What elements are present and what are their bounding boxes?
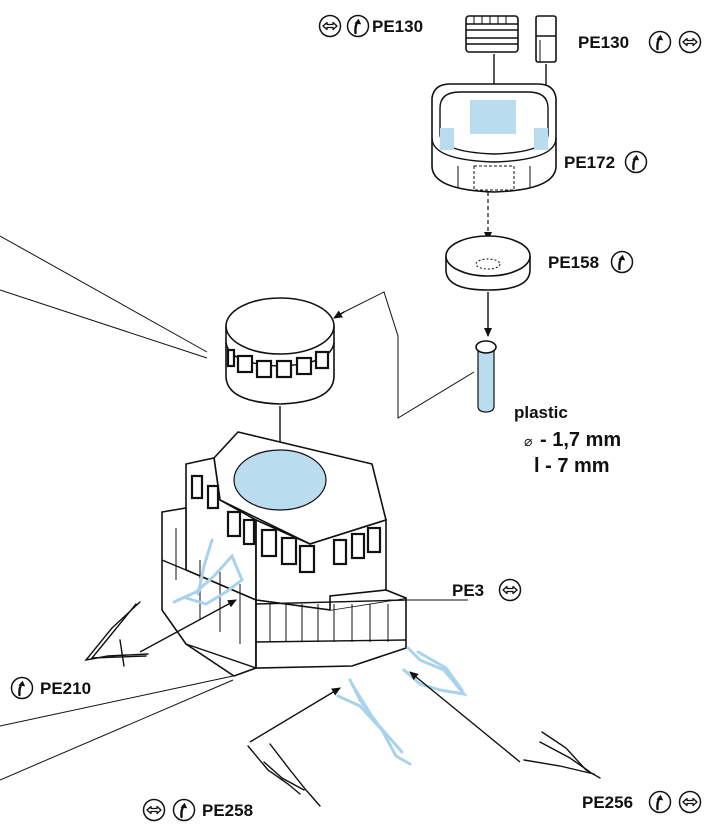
pe172-housing xyxy=(431,83,557,193)
plastic-diameter-label: - 1,7 mm xyxy=(540,429,621,451)
label-pe172: PE172 xyxy=(564,153,615,172)
bend-up-icon xyxy=(624,150,648,174)
pe158-dish xyxy=(445,235,531,291)
label-pe3: PE3 xyxy=(452,581,484,600)
bend-up-icon xyxy=(346,14,370,38)
flip-icon xyxy=(498,578,522,602)
bridge-superstructure xyxy=(161,431,407,677)
pe210-bracket-installed xyxy=(172,538,244,606)
bend-up-icon xyxy=(648,790,672,814)
bend-up-icon xyxy=(610,250,634,274)
flip-icon xyxy=(318,14,342,38)
bend-up-icon xyxy=(648,30,672,54)
drum-turret xyxy=(225,297,335,405)
diameter-symbol: ⌀ xyxy=(524,434,533,450)
label-pe130-left: PE130 xyxy=(372,17,423,36)
plastic-rod xyxy=(475,340,497,413)
label-pe210: PE210 xyxy=(40,679,91,698)
label-pe158: PE158 xyxy=(548,253,599,272)
flip-icon xyxy=(678,790,702,814)
pe210-loose-part xyxy=(84,601,149,667)
pe258-bracket-installed xyxy=(336,678,412,766)
pe256-bracket-installed xyxy=(402,646,468,697)
pe130-side-part xyxy=(535,15,557,63)
pe256-loose-part xyxy=(523,731,601,779)
label-pe258: PE258 xyxy=(202,801,253,820)
label-pe256: PE256 xyxy=(582,793,633,812)
bend-up-icon xyxy=(10,676,34,700)
pe130-grill-part xyxy=(465,15,519,53)
flip-icon xyxy=(678,30,702,54)
plastic-material-label: plastic xyxy=(514,403,568,422)
leader-lines-left xyxy=(0,235,234,781)
plastic-length-label: l - 7 mm xyxy=(534,455,610,477)
flip-icon xyxy=(142,798,166,822)
bend-up-icon xyxy=(172,798,196,822)
pe258-loose-part xyxy=(247,743,321,807)
label-pe130-right: PE130 xyxy=(578,33,629,52)
